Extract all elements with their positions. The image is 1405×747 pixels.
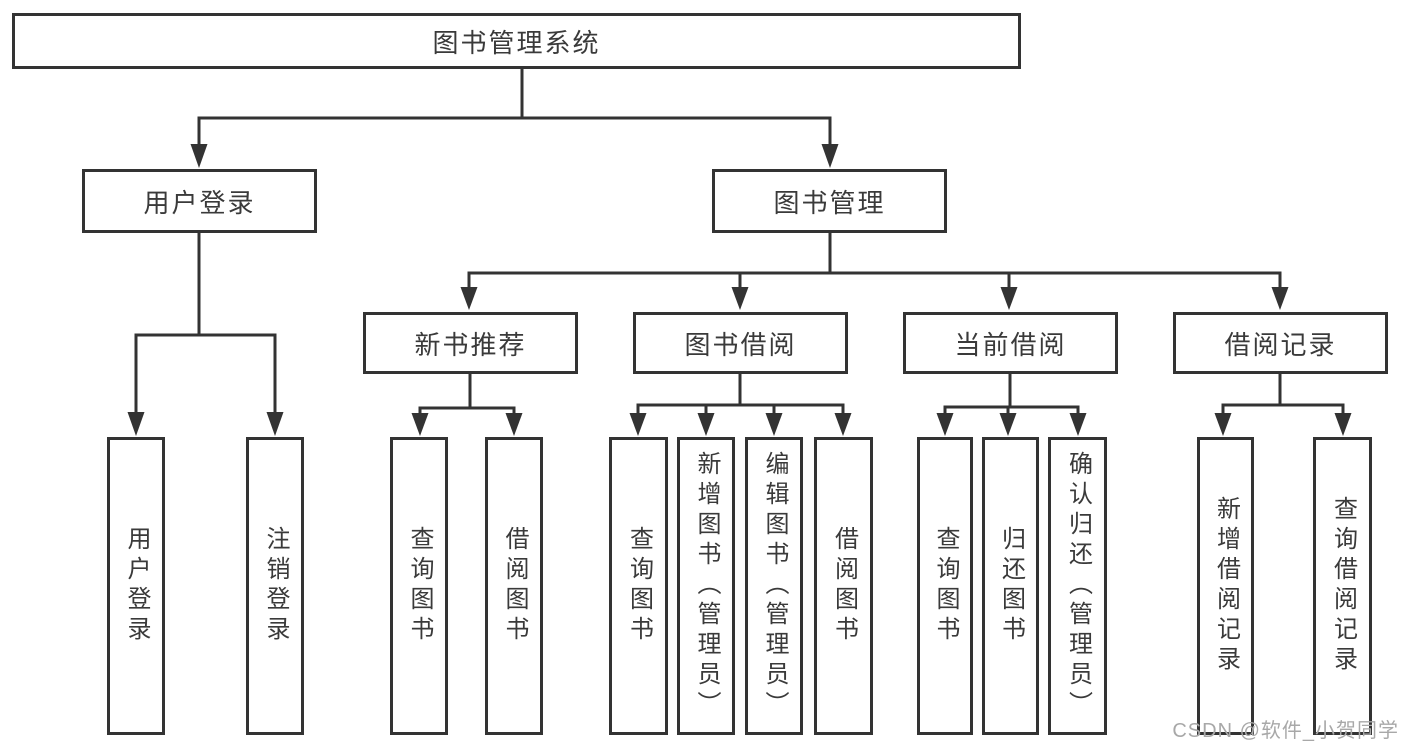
node-root: 图书管理系统 [12, 13, 1021, 69]
watermark: CSDN @软件_小贺同学 [1172, 720, 1399, 742]
node-new-book-rec: 新书推荐 [363, 312, 578, 374]
arrowheads [127, 144, 1352, 436]
node-leaf-bb-add-books: 新增图书（管理员） [677, 437, 735, 735]
node-leaf-br-query-record: 查询借阅记录 [1313, 437, 1372, 735]
node-new-book-rec-label: 新书推荐 [414, 329, 527, 360]
node-leaf-bb-query-books-label: 查询图书 [625, 526, 653, 646]
node-leaf-br-add-record-label: 新增借阅记录 [1212, 496, 1240, 676]
node-user-login-label: 用户登录 [143, 187, 256, 218]
node-leaf-logout: 注销登录 [246, 437, 304, 735]
node-user-login: 用户登录 [82, 169, 317, 233]
node-borrow-records-label: 借阅记录 [1224, 329, 1337, 360]
node-leaf-br-query-record-label: 查询借阅记录 [1329, 496, 1357, 676]
node-leaf-cb-return-books: 归还图书 [982, 437, 1039, 735]
node-book-borrow-label: 图书借阅 [684, 329, 797, 360]
node-borrow-records: 借阅记录 [1173, 312, 1388, 374]
node-leaf-nb-query-books: 查询图书 [390, 437, 448, 735]
node-leaf-bb-borrow-books: 借阅图书 [814, 437, 873, 735]
node-book-borrow: 图书借阅 [633, 312, 848, 374]
node-leaf-cb-return-books-label: 归还图书 [997, 526, 1025, 646]
node-book-mgmt-label: 图书管理 [773, 187, 886, 218]
node-leaf-bb-edit-books: 编辑图书（管理员） [745, 437, 803, 735]
node-leaf-bb-borrow-books-label: 借阅图书 [830, 526, 858, 646]
node-leaf-user-login: 用户登录 [107, 437, 165, 735]
node-book-mgmt: 图书管理 [712, 169, 947, 233]
node-current-borrow-label: 当前借阅 [954, 329, 1067, 360]
node-leaf-cb-query-books-label: 查询图书 [932, 526, 959, 646]
node-leaf-br-add-record: 新增借阅记录 [1197, 437, 1254, 735]
node-leaf-bb-query-books: 查询图书 [609, 437, 668, 735]
node-leaf-nb-borrow-books-label: 借阅图书 [501, 526, 528, 646]
node-leaf-cb-confirm-return-label: 确认归还（管理员） [1064, 451, 1092, 721]
node-leaf-nb-borrow-books: 借阅图书 [485, 437, 543, 735]
node-leaf-cb-confirm-return: 确认归还（管理员） [1048, 437, 1107, 735]
node-leaf-bb-edit-books-label: 编辑图书（管理员） [761, 451, 788, 721]
node-leaf-logout-label: 注销登录 [262, 526, 289, 646]
node-leaf-user-login-label: 用户登录 [123, 526, 150, 646]
node-leaf-nb-query-books-label: 查询图书 [406, 526, 433, 646]
node-leaf-cb-query-books: 查询图书 [917, 437, 973, 735]
node-leaf-bb-add-books-label: 新增图书（管理员） [693, 451, 720, 721]
node-current-borrow: 当前借阅 [903, 312, 1118, 374]
node-root-label: 图书管理系统 [432, 27, 601, 58]
